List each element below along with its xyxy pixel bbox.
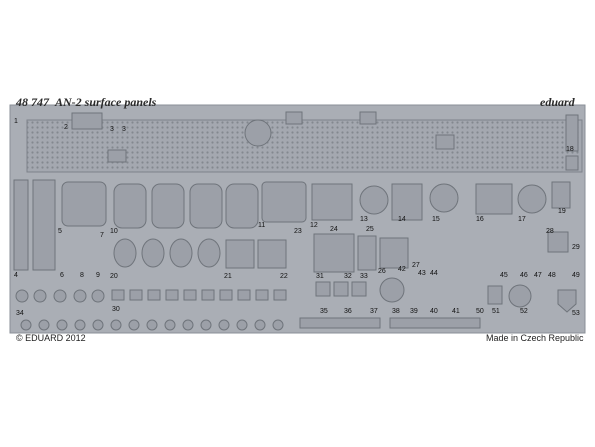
part-label: 15 [432, 216, 440, 223]
part-label: 18 [566, 146, 574, 153]
origin-text: Made in Czech Republic [486, 333, 584, 343]
part-label: 27 [412, 262, 420, 269]
part-label: 26 [378, 268, 386, 275]
part-label: 3 [110, 126, 114, 133]
part-label: 35 [320, 308, 328, 315]
part-label: 51 [492, 308, 500, 315]
part-20a [113, 238, 137, 268]
part-label: 30 [112, 306, 120, 313]
part-label: 37 [370, 308, 378, 315]
part-label: 8 [80, 272, 84, 279]
panel-rect-d [107, 149, 127, 163]
part-label: 9 [96, 272, 100, 279]
part-label: 25 [366, 226, 374, 233]
part-25 [357, 235, 377, 271]
part-label: 43 [418, 270, 426, 277]
part-label: 40 [430, 308, 438, 315]
part-label: 44 [430, 270, 438, 277]
part-label: 19 [558, 208, 566, 215]
part-label: 12 [310, 222, 318, 229]
part-label: 20 [110, 273, 118, 280]
part-17 [517, 184, 547, 214]
part-label: 16 [476, 216, 484, 223]
small-rings-row-a [15, 289, 105, 303]
part-24 [313, 233, 355, 273]
part-label: 48 [548, 272, 556, 279]
part-label: 23 [294, 228, 302, 235]
part-label: 42 [398, 266, 406, 273]
part-12 [311, 183, 353, 221]
part-label: 36 [344, 308, 352, 315]
part-label: 33 [360, 273, 368, 280]
part-26 [379, 237, 409, 269]
part-20d [197, 238, 221, 268]
part-label: 29 [572, 244, 580, 251]
part-label: 1 [14, 118, 18, 125]
small-rings-row-b [20, 319, 284, 331]
part-11 [261, 181, 307, 223]
part-label: 49 [572, 272, 580, 279]
part-20c [169, 238, 193, 268]
part-label: 31 [316, 273, 324, 280]
panel-rect-c [435, 134, 455, 150]
part-label: 14 [398, 216, 406, 223]
part-label: 32 [344, 273, 352, 280]
top-textured-panel [26, 119, 583, 173]
part-label: 50 [476, 308, 484, 315]
part-label: 6 [60, 272, 64, 279]
part-label: 2 [64, 124, 68, 131]
part-label: 17 [518, 216, 526, 223]
part-label: 4 [14, 272, 18, 279]
part-label: 3 [122, 126, 126, 133]
copyright-text: © EDUARD 2012 [16, 333, 86, 343]
part-label: 53 [572, 310, 580, 317]
part-20b [141, 238, 165, 268]
part-5a [13, 179, 29, 271]
part-14 [391, 183, 423, 221]
part-label: 28 [546, 228, 554, 235]
panel-rect-b [359, 111, 377, 125]
brand-logo: eduard [540, 95, 575, 109]
part-21 [225, 239, 255, 269]
part-label: 46 [520, 272, 528, 279]
fret-title: 48 747 AN-2 surface panels [16, 95, 157, 109]
part-10c [189, 183, 223, 229]
part-label: 45 [500, 272, 508, 279]
part-label: 24 [330, 226, 338, 233]
part-label: 22 [280, 273, 288, 280]
part-5b [32, 179, 56, 271]
part-label: 10 [110, 228, 118, 235]
part-label: 11 [258, 222, 266, 229]
part-16 [475, 183, 513, 215]
right-lower-parts [299, 277, 577, 329]
right-edge-parts [547, 114, 579, 253]
part-label: 7 [100, 232, 104, 239]
part-2 [71, 112, 103, 130]
part-label: 21 [224, 273, 232, 280]
part-22 [257, 239, 287, 269]
part-label: 47 [534, 272, 542, 279]
panel-hatch [244, 119, 272, 147]
part-10b [151, 183, 185, 229]
part-label: 39 [410, 308, 418, 315]
part-label: 41 [452, 308, 460, 315]
part-10a [113, 183, 147, 229]
part-label: 38 [392, 308, 400, 315]
part-15 [429, 183, 459, 213]
bracket-row [111, 289, 287, 301]
part-label: 52 [520, 308, 528, 315]
panel-rect-a [285, 111, 303, 125]
part-10d [225, 183, 259, 229]
part-13 [359, 185, 389, 215]
part-label: 13 [360, 216, 368, 223]
part-label: 5 [58, 228, 62, 235]
part-6 [61, 181, 107, 227]
part-label: 34 [16, 310, 24, 317]
